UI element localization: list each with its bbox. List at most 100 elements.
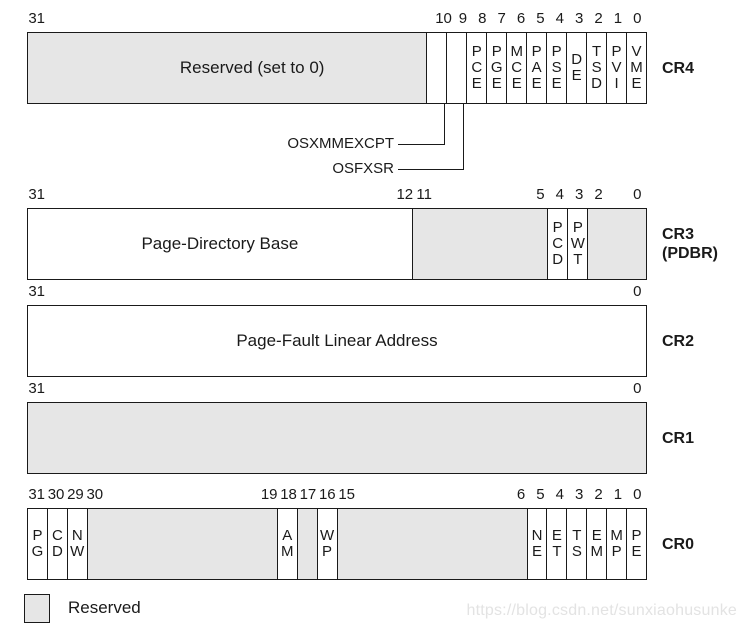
cr4-field-label: Reserved (set to 0): [179, 58, 325, 77]
cr4-field-reserved-set-to-0: Reserved (set to 0): [28, 33, 428, 103]
callout-hline-osxmmexcpt: [398, 144, 444, 145]
cr4-bit-3-number: 3: [575, 10, 584, 27]
cr4-bit-2-number: 2: [594, 10, 603, 27]
reserved-legend-label: Reserved: [68, 598, 141, 617]
cr0-bit-4-number: 4: [555, 486, 564, 503]
cr0-bit-16-number: 16: [318, 486, 336, 503]
cr3-bit-3-number: 3: [575, 186, 584, 203]
cr0-field-reserved: [87, 509, 278, 579]
cr1-bit-31-number: 31: [28, 380, 46, 397]
cr4-bit-1-number: 1: [613, 10, 623, 27]
watermark-url: https://blog.csdn.net/sunxiaohusunke: [466, 602, 737, 619]
cr4-bit-0-number: 0: [633, 10, 642, 27]
cr0-register-name: CR0: [662, 535, 695, 553]
cr0-bit-17-number: 17: [299, 486, 317, 503]
cr0-bit-29-number: 29: [67, 486, 84, 503]
callout-vline-osxmmexcpt: [444, 104, 445, 145]
cr3-field-reserved: [588, 209, 646, 279]
cr1-bit-0-number: 0: [633, 380, 642, 397]
cr3-register-name: CR3(PDBR): [662, 226, 718, 262]
cr0-bit-3-number: 3: [575, 486, 584, 503]
callout-label-osfxsr: OSFXSR: [332, 160, 394, 177]
cr0-bit-5-number: 5: [536, 486, 545, 503]
cr0-bit-1-number: 1: [613, 486, 623, 503]
cr3-bit-0-number: 0: [633, 186, 642, 203]
cr0-bit-30-number: 30: [47, 486, 65, 503]
cr3-field-label: Page-Directory Base: [141, 234, 299, 253]
cr0-field-reserved: [297, 509, 318, 579]
reserved-legend-swatch: [24, 594, 50, 623]
cr3-field-page-directory-base: Page-Directory Base: [28, 209, 413, 279]
cr4-bit-10-number: 10: [435, 10, 452, 27]
cr2-field-page-fault-linear-address: Page-Fault Linear Address: [28, 306, 646, 376]
cr0-bit-18-number: 18: [280, 486, 297, 503]
cr2-register-name: CR2: [662, 332, 695, 350]
cr3-bit-4-number: 4: [555, 186, 564, 203]
cr4-bit-8-number: 8: [478, 10, 487, 27]
cr1-register-name: CR1: [662, 429, 695, 447]
cr2-bit-0-number: 0: [633, 283, 642, 300]
cr2-field-label: Page-Fault Linear Address: [236, 331, 438, 350]
cr3-bit-5-number: 5: [536, 186, 545, 203]
cr3-bit-11-number: 11: [416, 186, 432, 203]
cr3-bit-2-number: 2: [594, 186, 603, 203]
cr2-register-box: Page-Fault Linear Address: [27, 305, 647, 377]
cr4-bit-5-number: 5: [536, 10, 545, 27]
cr3-bit-31-number: 31: [28, 186, 46, 203]
callout-vline-osfxsr: [463, 104, 464, 170]
cr4-field-reserved: [447, 33, 468, 103]
cr4-bit-7-number: 7: [497, 10, 506, 27]
cr4-bit-6-number: 6: [516, 10, 526, 27]
cr0-bit-15-number: 15: [338, 486, 356, 503]
cr0-bit-0-number: 0: [633, 486, 642, 503]
cr3-bit-12-number: 12: [396, 186, 414, 203]
callout-hline-osfxsr: [398, 169, 463, 170]
cr1-register-box: [27, 402, 647, 474]
cr3-field-reserved: [412, 209, 549, 279]
cr4-field-reserved: [427, 33, 448, 103]
